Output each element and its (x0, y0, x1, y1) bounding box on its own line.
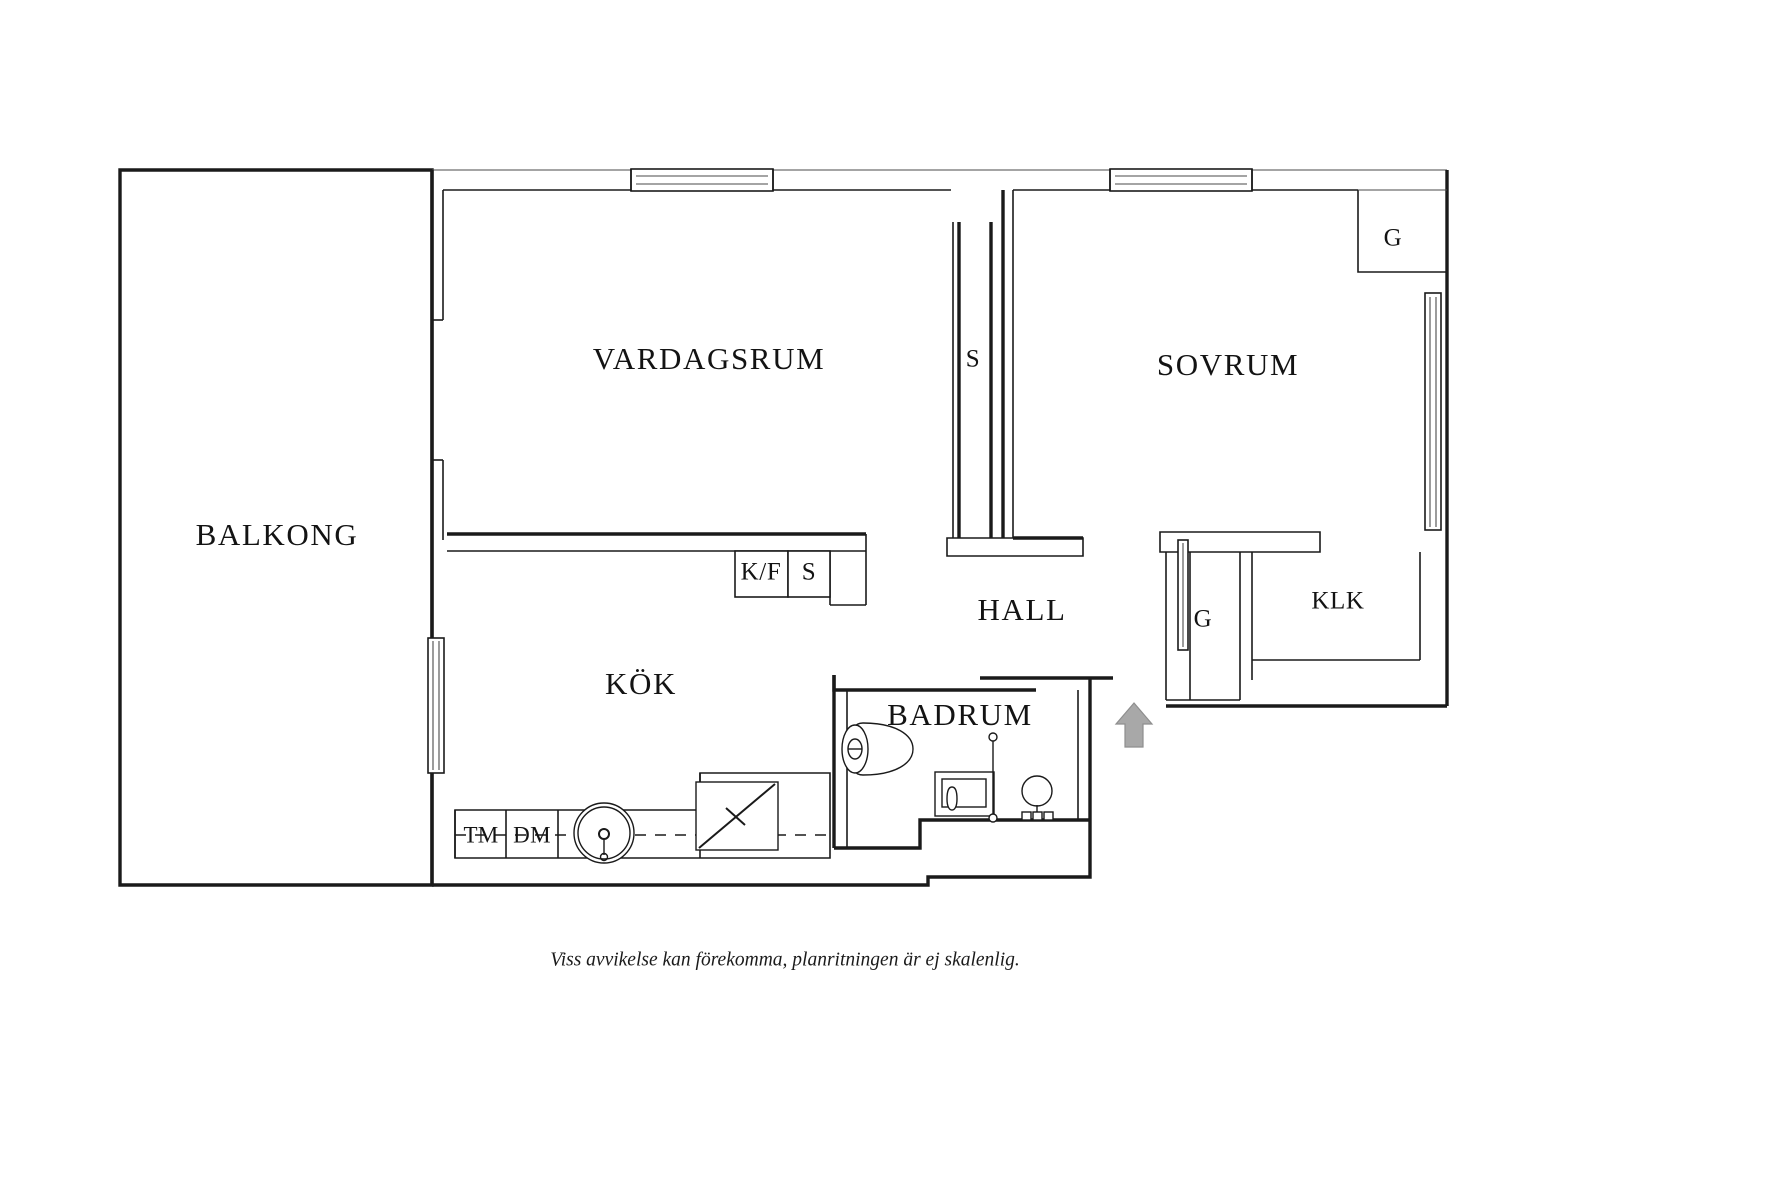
room-label-vardagsrum: VARDAGSRUM (593, 341, 826, 376)
toilet-icon (841, 722, 914, 776)
disclaimer-caption: Viss avvikelse kan förekomma, planritnin… (550, 949, 1020, 970)
entrance-arrow-icon (1114, 702, 1154, 748)
washing-machine-label: TM (463, 822, 498, 847)
storage-hall-closet (946, 190, 1084, 557)
vardagsrum-walls (432, 189, 951, 606)
garderob-hall-label: G (1194, 606, 1213, 633)
drain-icon (988, 732, 998, 823)
klk-and-closets (1159, 531, 1421, 701)
window-kok (427, 637, 445, 774)
room-label-kok: KÖK (605, 666, 677, 701)
window-sovrum (1109, 168, 1253, 192)
dishwasher-label: DM (513, 822, 551, 847)
room-label-sovrum: SOVRUM (1157, 347, 1299, 382)
washbasin-icon (934, 771, 995, 817)
badrum-walls (832, 675, 1113, 850)
window-sovrum-east (1424, 292, 1442, 531)
window-vardagsrum (630, 168, 774, 192)
storage-hall-label: S (966, 346, 981, 373)
sink-icon (573, 802, 635, 864)
kladkammare-label: KLK (1311, 588, 1364, 615)
storage-kitchen-label: S (802, 559, 817, 586)
room-label-balkong: BALKONG (196, 517, 359, 552)
room-label-hall: HALL (977, 592, 1066, 627)
fridge-freezer-label: K/F (741, 559, 782, 586)
kitchen-cabinets (734, 550, 831, 598)
room-label-badrum: BADRUM (887, 697, 1033, 732)
garderob-sovrum-label: G (1384, 225, 1403, 252)
shower-icon (1021, 775, 1054, 821)
stove-icon (695, 781, 779, 851)
